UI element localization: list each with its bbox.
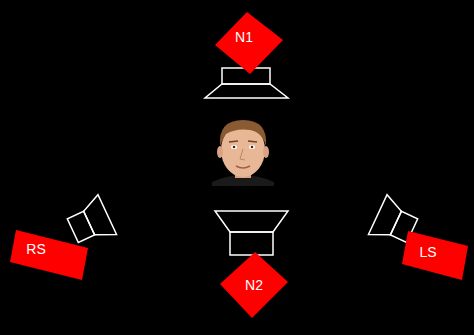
speaker-name: RS bbox=[26, 241, 45, 257]
speaker-name: N2 bbox=[245, 277, 263, 293]
listener-head bbox=[212, 120, 274, 186]
speaker-symbol bbox=[64, 195, 117, 251]
speaker-symbol bbox=[205, 68, 288, 98]
label-fill bbox=[215, 12, 283, 74]
speaker-label: LS bbox=[398, 228, 470, 284]
label-fill bbox=[220, 252, 288, 318]
label-shape bbox=[8, 226, 92, 284]
speaker-label: RS bbox=[8, 226, 92, 284]
speaker-label: N1 bbox=[212, 8, 284, 78]
speaker-label: N2 bbox=[218, 250, 290, 320]
speaker-name: N1 bbox=[235, 29, 253, 45]
label-fill bbox=[10, 230, 88, 280]
speaker-name: LS bbox=[419, 244, 436, 260]
label-fill bbox=[402, 231, 468, 280]
speaker-symbol bbox=[215, 211, 288, 255]
